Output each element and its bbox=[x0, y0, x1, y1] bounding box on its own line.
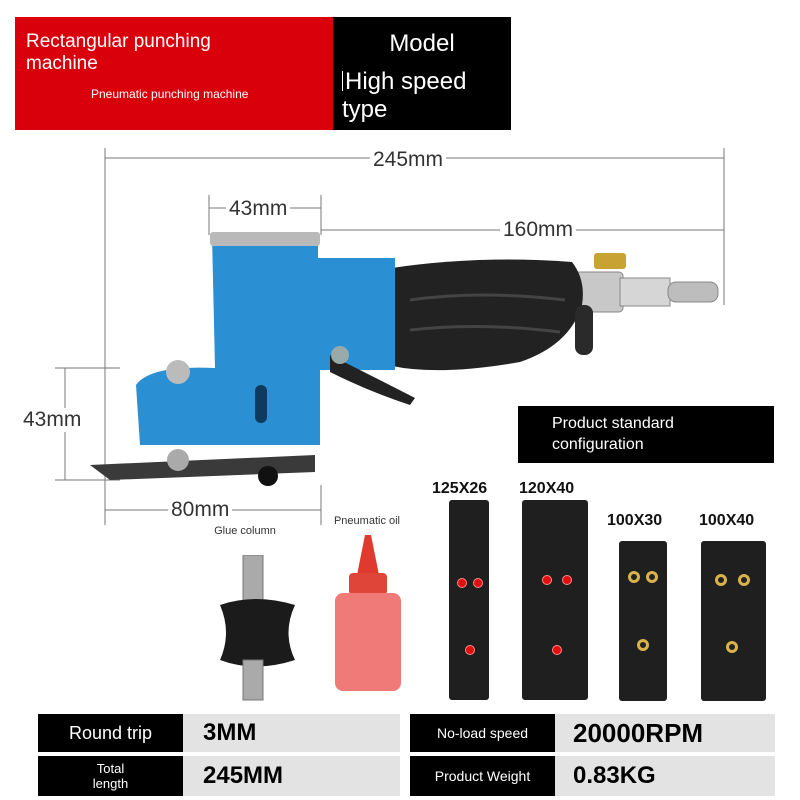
header-black-panel bbox=[333, 17, 511, 130]
pneumatic-oil-bottle-image bbox=[335, 535, 401, 691]
plate-hole bbox=[542, 575, 552, 585]
model-label: Model bbox=[389, 30, 455, 57]
height-label: 43mm bbox=[20, 408, 85, 432]
spec-value-no-load-speed: 20000RPM bbox=[555, 714, 775, 752]
model-value: High speed type bbox=[342, 68, 502, 124]
plate-hole bbox=[465, 645, 475, 655]
total-width-label: 245mm bbox=[370, 148, 447, 172]
spec-label-product-weight: Product Weight bbox=[410, 756, 555, 796]
spec-value-product-weight: 0.83KG bbox=[555, 756, 775, 796]
plate-hole bbox=[473, 578, 483, 588]
product-title: Rectangular punching machine bbox=[26, 31, 211, 74]
plate-hole bbox=[637, 639, 649, 651]
punch-plate-100x40 bbox=[701, 541, 766, 701]
plate-hole bbox=[552, 645, 562, 655]
plate-hole bbox=[646, 571, 658, 583]
config-badge bbox=[518, 406, 774, 463]
header-red-panel bbox=[15, 17, 333, 130]
head-width-label: 43mm bbox=[226, 197, 291, 221]
plate-size-1: 125X26 bbox=[432, 480, 488, 497]
plate-hole bbox=[457, 578, 467, 588]
punch-plate-125x26 bbox=[449, 500, 489, 700]
plate-hole bbox=[562, 575, 572, 585]
product-subtitle: Pneumatic punching machine bbox=[91, 87, 249, 101]
plate-hole bbox=[726, 641, 738, 653]
punch-plate-100x30 bbox=[619, 541, 667, 701]
plate-hole bbox=[738, 574, 750, 586]
model-value-text: High speed type bbox=[342, 68, 467, 123]
punching-tool-image bbox=[55, 148, 725, 525]
glue-column-image bbox=[220, 555, 295, 701]
handle-length-label: 160mm bbox=[500, 218, 577, 242]
plate-size-3: 100X30 bbox=[607, 512, 663, 529]
plate-hole bbox=[628, 571, 640, 583]
spec-value-round-trip: 3MM bbox=[183, 714, 400, 752]
base-width-label: 80mm bbox=[168, 498, 233, 522]
punch-plate-120x40 bbox=[522, 500, 588, 700]
spec-label-total-length: Total length bbox=[38, 756, 183, 796]
spec-label-no-load-speed: No-load speed bbox=[410, 714, 555, 752]
plate-size-4: 100X40 bbox=[699, 512, 755, 529]
spec-value-total-length: 245MM bbox=[183, 756, 400, 796]
pneumatic-oil-label: Pneumatic oil bbox=[333, 515, 401, 527]
glue-column-label: Glue column bbox=[214, 525, 276, 537]
config-title: Product standard configuration bbox=[552, 415, 674, 453]
plate-size-2: 120X40 bbox=[519, 480, 575, 497]
spec-label-round-trip: Round trip bbox=[38, 714, 183, 752]
plate-hole bbox=[715, 574, 727, 586]
